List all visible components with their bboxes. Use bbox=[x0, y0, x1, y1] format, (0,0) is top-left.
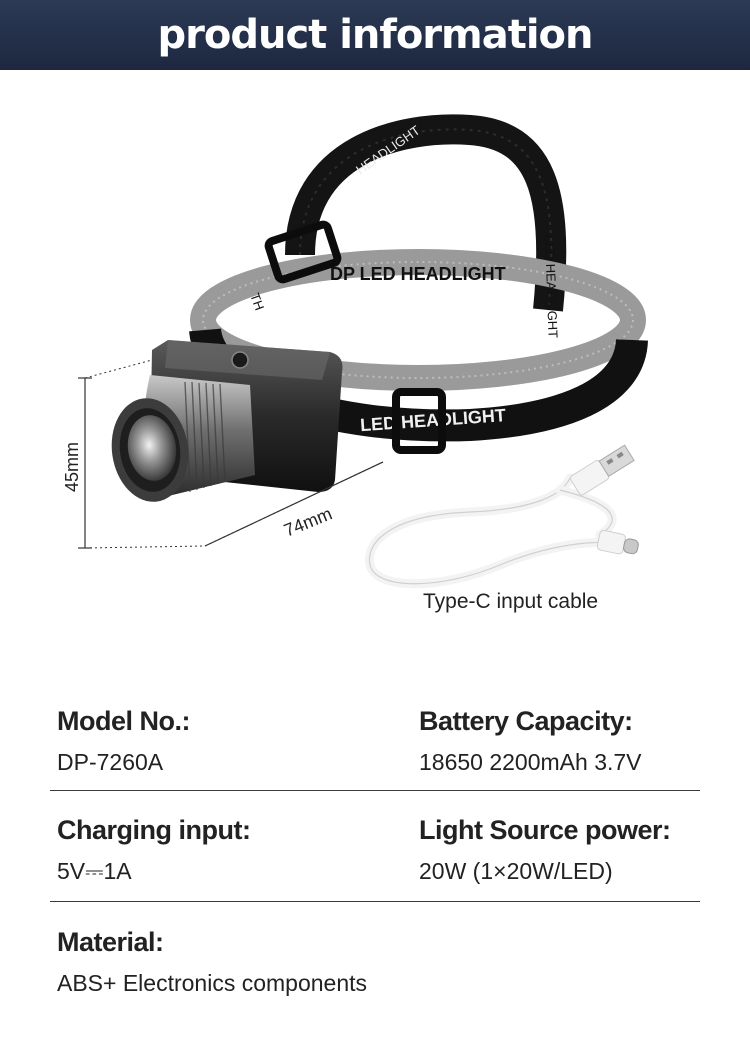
spec-battery: Battery Capacity: 18650 2200mAh 3.7V bbox=[419, 706, 642, 776]
usb-a-plug-icon bbox=[569, 444, 635, 496]
spec-battery-value: 18650 2200mAh 3.7V bbox=[419, 749, 642, 775]
divider bbox=[50, 901, 700, 902]
usb-c-plug-icon bbox=[596, 529, 639, 555]
spec-material: Material: ABS+ Electronics components bbox=[57, 927, 367, 997]
strap-buckle-front bbox=[392, 388, 446, 454]
product-illustration: HEADLIGHT DP LED HEADLIGHT LED HEADLIGHT… bbox=[62, 114, 648, 589]
width-dimension-label: 74mm bbox=[281, 503, 335, 540]
spec-battery-label: Battery Capacity: bbox=[419, 706, 633, 736]
spec-charging-value: 5V⎓1A bbox=[57, 858, 132, 884]
spec-model-label: Model No.: bbox=[57, 706, 190, 736]
spec-light-source: Light Source power: 20W (1×20W/LED) bbox=[419, 815, 671, 885]
spec-material-label: Material: bbox=[57, 927, 164, 957]
height-dimension-label: 45mm bbox=[62, 442, 82, 492]
spec-charging-label: Charging input: bbox=[57, 815, 251, 845]
strap-buckle-upper bbox=[264, 220, 342, 284]
spec-model-value: DP-7260A bbox=[57, 749, 164, 775]
strap-text-side: LED HEADLIGHT bbox=[542, 235, 561, 339]
divider bbox=[50, 790, 700, 791]
cable-caption: Type-C input cable bbox=[423, 590, 599, 613]
spec-charging: Charging input: 5V⎓1A bbox=[57, 815, 251, 885]
spec-light-value: 20W (1×20W/LED) bbox=[419, 858, 613, 884]
header-banner: product information bbox=[0, 0, 750, 70]
width-dimension-line bbox=[204, 461, 384, 547]
spec-model: Model No.: DP-7260A bbox=[57, 706, 190, 776]
power-button-icon bbox=[231, 351, 249, 369]
lens-icon bbox=[127, 415, 177, 481]
spec-light-label: Light Source power: bbox=[419, 815, 671, 845]
page-title: product information bbox=[157, 12, 594, 58]
strap-text-left: TH bbox=[247, 291, 267, 312]
strap-text-back: DP LED HEADLIGHT bbox=[330, 264, 506, 284]
spec-material-value: ABS+ Electronics components bbox=[57, 970, 368, 996]
